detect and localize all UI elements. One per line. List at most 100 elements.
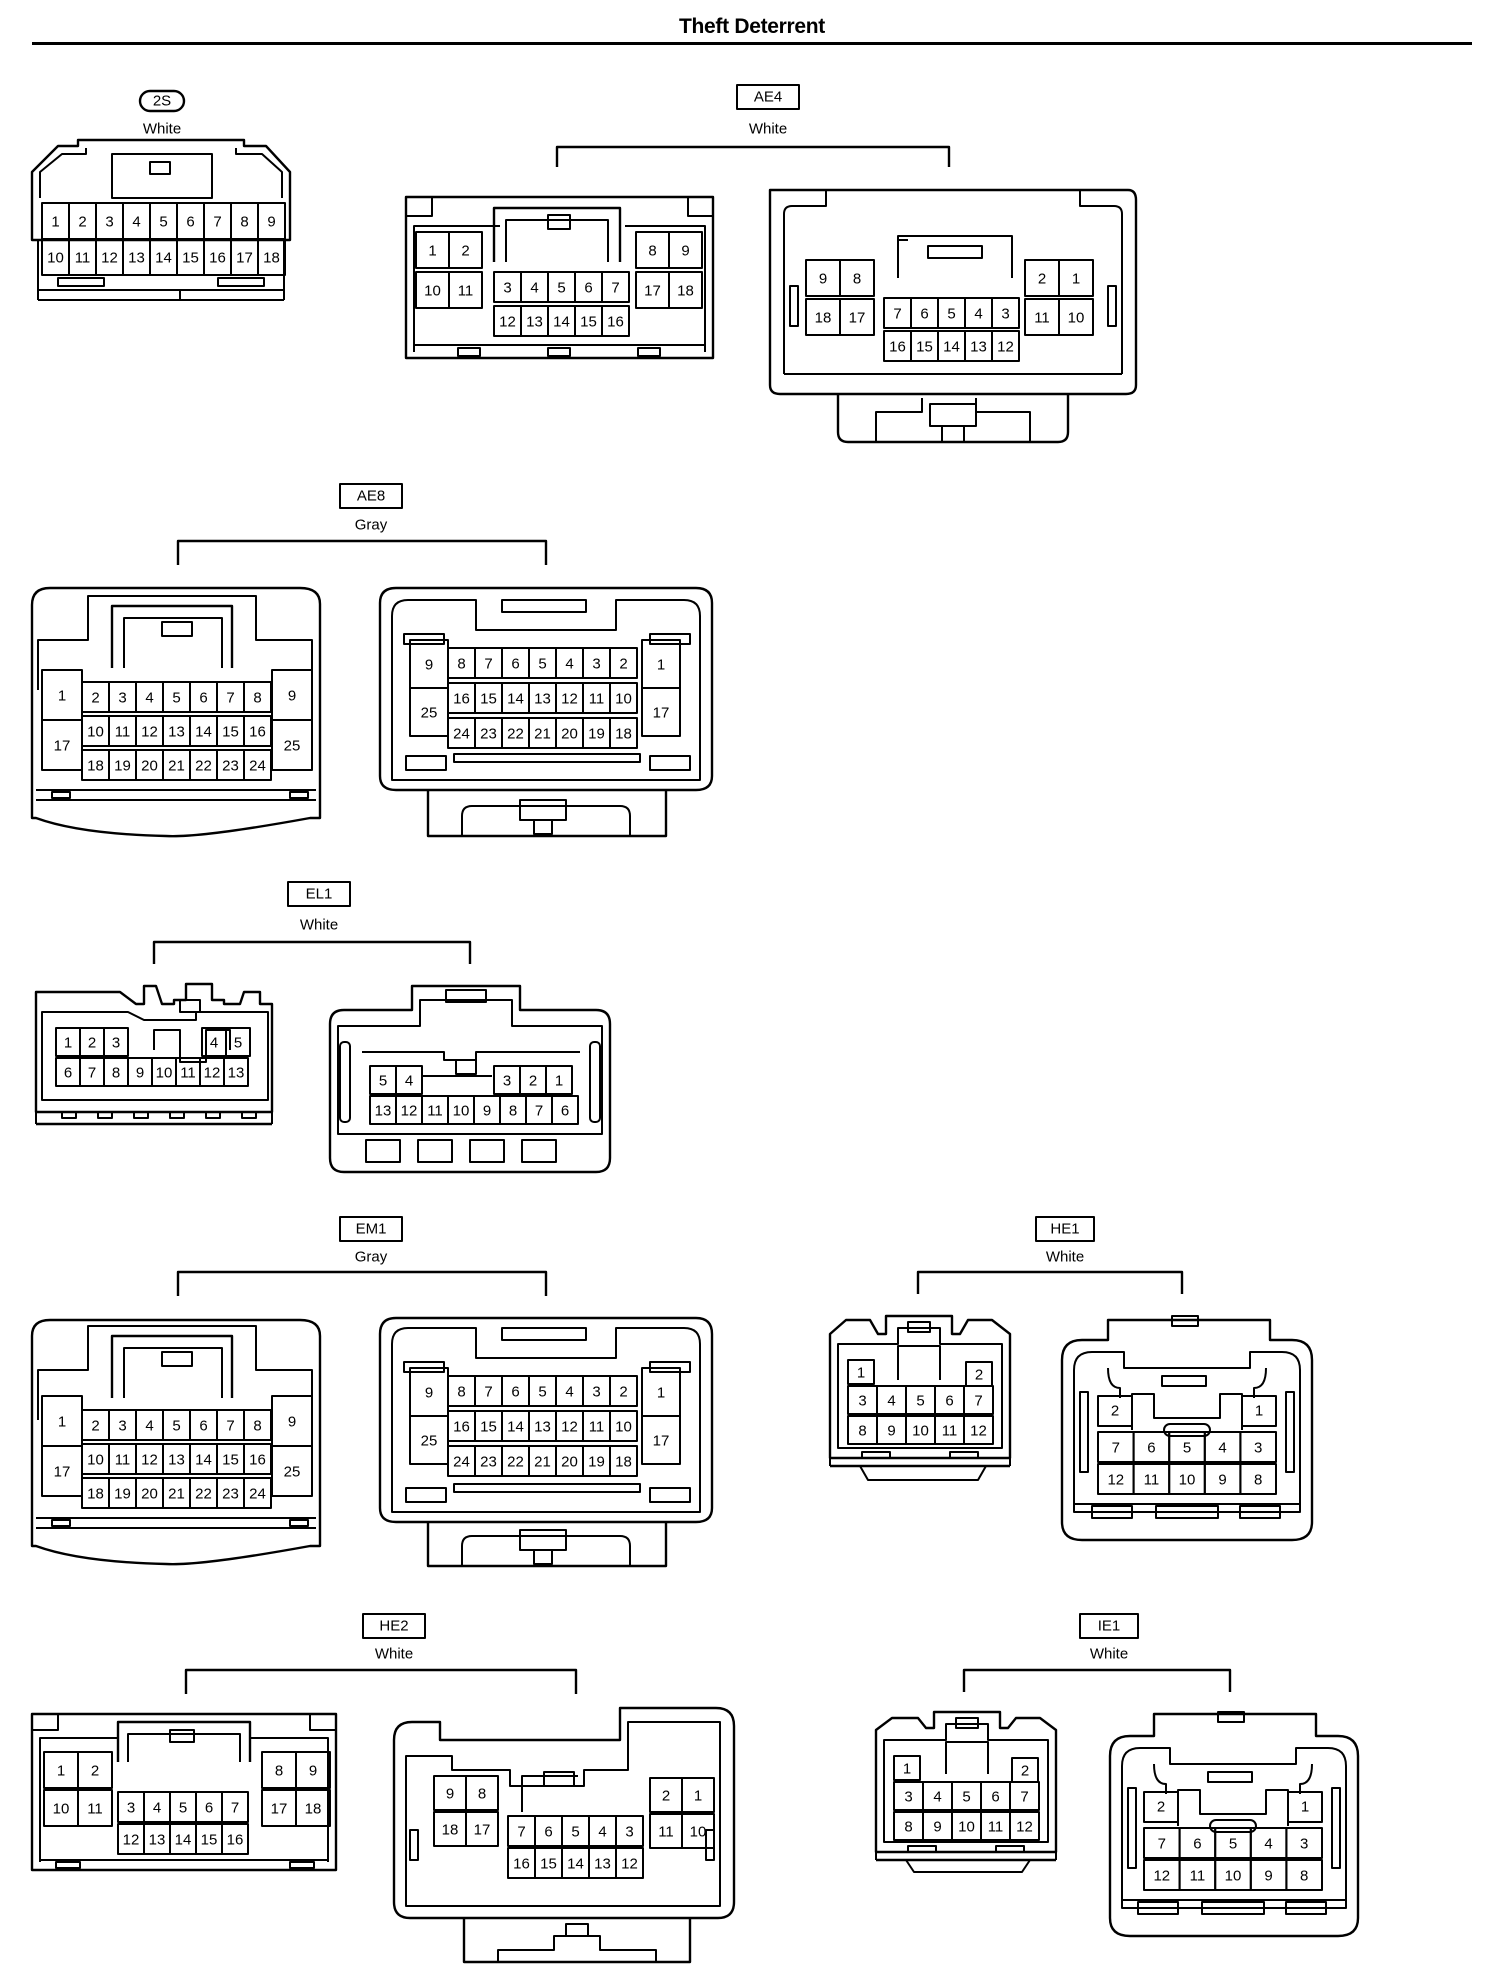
pin-cell <box>641 1415 681 1465</box>
pin-19: 19 <box>114 758 131 775</box>
pin-cell <box>609 647 638 679</box>
pin-1: 1 <box>1072 271 1080 288</box>
pin-17: 17 <box>474 1822 491 1839</box>
pin-23: 23 <box>222 758 239 775</box>
pin-8: 8 <box>253 690 261 707</box>
pair-bracket <box>152 940 472 964</box>
connector-id: 2S <box>153 93 171 110</box>
pin-cell <box>641 687 681 737</box>
connector-id-badge <box>138 89 186 113</box>
pin-11: 11 <box>458 283 474 300</box>
pin-1: 1 <box>58 1414 66 1431</box>
pin-7: 7 <box>88 1065 96 1082</box>
pair-bracket <box>176 539 548 565</box>
pin-1: 1 <box>57 1763 65 1780</box>
pin-7: 7 <box>484 656 492 673</box>
pin-2: 2 <box>91 690 99 707</box>
pin-10: 10 <box>1179 1472 1196 1489</box>
pin-10: 10 <box>453 1103 470 1120</box>
pin-12: 12 <box>101 250 118 267</box>
pin-11: 11 <box>589 1419 605 1436</box>
pin-6: 6 <box>920 306 928 323</box>
pin-2: 2 <box>619 1384 627 1401</box>
pin-11: 11 <box>1144 1472 1160 1489</box>
pin-25: 25 <box>284 738 301 755</box>
pin-11: 11 <box>942 1423 958 1440</box>
pin-7: 7 <box>226 1418 234 1435</box>
pin-10: 10 <box>156 1065 173 1082</box>
pin-12: 12 <box>997 339 1014 356</box>
pin-22: 22 <box>507 726 524 743</box>
pin-18: 18 <box>615 726 632 743</box>
pin-9: 9 <box>267 214 275 231</box>
pin-6: 6 <box>561 1103 569 1120</box>
connector-id-box <box>362 1613 426 1639</box>
pin-2: 2 <box>1021 1763 1029 1780</box>
pin-cell <box>609 1410 638 1442</box>
pin-9: 9 <box>425 657 433 674</box>
pin-14: 14 <box>195 724 212 741</box>
pin-9: 9 <box>425 1385 433 1402</box>
pin-6: 6 <box>205 1800 213 1817</box>
pin-11: 11 <box>180 1065 196 1082</box>
pin-2: 2 <box>1111 1403 1119 1420</box>
pin-13: 13 <box>149 1832 166 1849</box>
pin-10: 10 <box>912 1423 929 1440</box>
pin-6: 6 <box>991 1789 999 1806</box>
pin-3: 3 <box>1300 1836 1308 1853</box>
pin-10: 10 <box>615 1419 632 1436</box>
pin-10: 10 <box>47 250 64 267</box>
pin-cell <box>448 271 483 309</box>
pin-cell <box>668 271 703 309</box>
pin-17: 17 <box>271 1801 288 1818</box>
pin-7: 7 <box>484 1384 492 1401</box>
pin-9: 9 <box>309 1763 317 1780</box>
pin-cell <box>601 305 630 337</box>
pin-18: 18 <box>442 1822 459 1839</box>
pin-18: 18 <box>615 1454 632 1471</box>
pin-cell <box>681 1777 715 1813</box>
pin-3: 3 <box>118 1418 126 1435</box>
pin-6: 6 <box>186 214 194 231</box>
pin-cell <box>77 1751 113 1789</box>
connector-id: EL1 <box>306 886 333 903</box>
pin-3: 3 <box>1001 306 1009 323</box>
connector-id: AE8 <box>357 488 385 505</box>
pin-11: 11 <box>1034 310 1050 327</box>
pin-2: 2 <box>619 656 627 673</box>
connector-id-box <box>736 84 800 110</box>
pin-8: 8 <box>509 1103 517 1120</box>
pin-4: 4 <box>132 214 140 231</box>
pin-cell <box>225 1027 251 1057</box>
pin-13: 13 <box>594 1856 611 1873</box>
pin-cell <box>221 1791 249 1823</box>
pin-16: 16 <box>513 1856 530 1873</box>
pin-5: 5 <box>379 1073 387 1090</box>
pin-9: 9 <box>446 1786 454 1803</box>
pin-8: 8 <box>648 243 656 260</box>
pin-8: 8 <box>858 1423 866 1440</box>
pin-5: 5 <box>172 1418 180 1435</box>
pin-8: 8 <box>457 1384 465 1401</box>
pin-17: 17 <box>644 283 661 300</box>
pin-7: 7 <box>213 214 221 231</box>
pin-9: 9 <box>1264 1868 1272 1885</box>
pin-5: 5 <box>179 1800 187 1817</box>
pin-1: 1 <box>657 657 665 674</box>
pin-24: 24 <box>453 726 470 743</box>
pin-24: 24 <box>249 1486 266 1503</box>
pin-1: 1 <box>428 243 436 260</box>
pin-cell <box>991 297 1020 329</box>
pin-10: 10 <box>690 1824 707 1841</box>
pin-7: 7 <box>226 690 234 707</box>
connector-id-box <box>1079 1613 1139 1639</box>
pin-9: 9 <box>136 1065 144 1082</box>
pin-6: 6 <box>199 1418 207 1435</box>
pin-7: 7 <box>1158 1836 1166 1853</box>
